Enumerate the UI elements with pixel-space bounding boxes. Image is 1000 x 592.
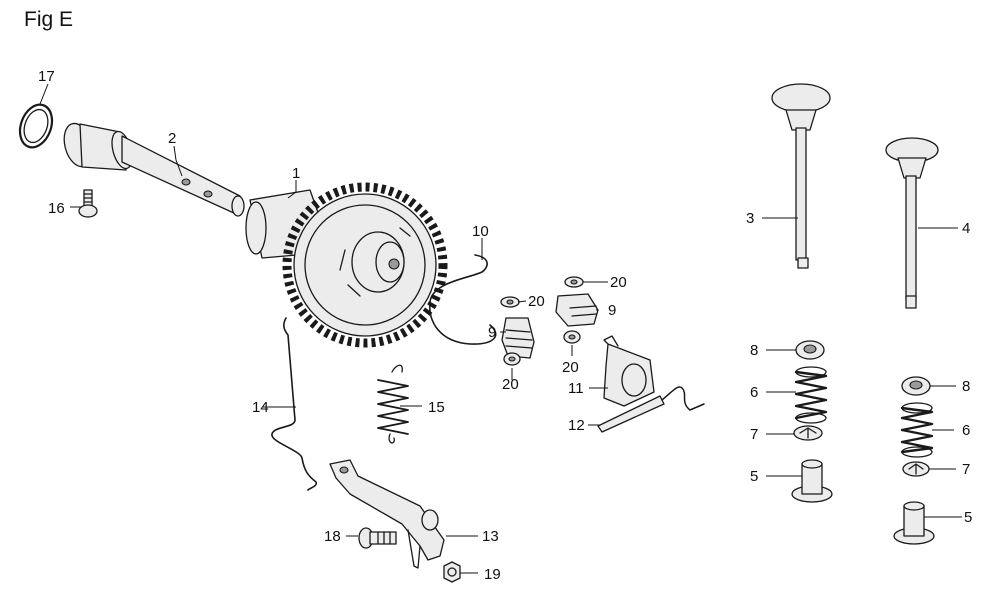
part-13-arm [329,459,445,569]
label-part-16: 16 [48,200,65,217]
label-part-14: 14 [252,399,269,416]
label-part-11: 11 [568,380,584,397]
part-18-bolt [358,527,397,549]
part-20-washer-d [563,330,581,344]
label-part-9-left: 9 [488,324,496,341]
part-7-collet-right [902,461,930,477]
part-8-retainer-left [795,340,825,360]
label-part-19: 19 [484,566,501,583]
part-9-rocker-right [555,293,599,327]
label-part-15: 15 [428,399,445,416]
label-part-8-left: 8 [750,342,758,359]
part-20-washer-c [503,352,521,366]
label-part-13: 13 [482,528,499,545]
part-5-tappet-left [791,459,833,503]
part-4-valve [885,137,939,309]
part-11-bracket [603,335,655,407]
part-10-spring-clip [429,254,497,345]
label-part-7-right: 7 [962,461,970,478]
label-part-1: 1 [292,165,300,182]
label-part-7-left: 7 [750,426,758,443]
label-part-6-right: 6 [962,422,970,439]
label-part-2: 2 [168,130,176,147]
part-6-spring-left [794,366,828,424]
part-20-washer-b [500,296,520,308]
part-5-tappet-right [893,501,935,545]
part-8-retainer-right [901,376,931,396]
part-7-collet-left [793,425,823,441]
label-part-20-b: 20 [528,293,545,310]
label-part-12: 12 [568,417,585,434]
label-part-20-a: 20 [610,274,627,291]
part-3-valve [771,83,831,269]
part-20-washer-a [564,276,584,288]
label-part-10: 10 [472,223,489,240]
part-9-rocker-left [501,317,535,359]
label-part-6-left: 6 [750,384,758,401]
label-part-17: 17 [38,68,55,85]
label-part-20-d: 20 [562,359,579,376]
part-15-spring [377,364,409,444]
part-14-rod [271,317,318,491]
label-part-3: 3 [746,210,754,227]
label-part-5-left: 5 [750,468,758,485]
part-6-spring-right [900,402,934,458]
label-part-8-right: 8 [962,378,970,395]
label-part-18: 18 [324,528,341,545]
part-17-gasket [18,103,54,149]
part-2-shaft [63,122,245,217]
figure-title: Fig E [24,8,74,31]
label-part-4: 4 [962,220,970,237]
label-part-5-right: 5 [964,509,972,526]
label-part-9-right: 9 [608,302,616,319]
part-1-cam-gear [245,182,448,348]
part-16-bolt [78,189,98,218]
part-12-pushrod [597,386,705,433]
part-19-nut [443,561,461,583]
leader-lines [39,83,962,574]
label-part-20-c: 20 [502,376,519,393]
